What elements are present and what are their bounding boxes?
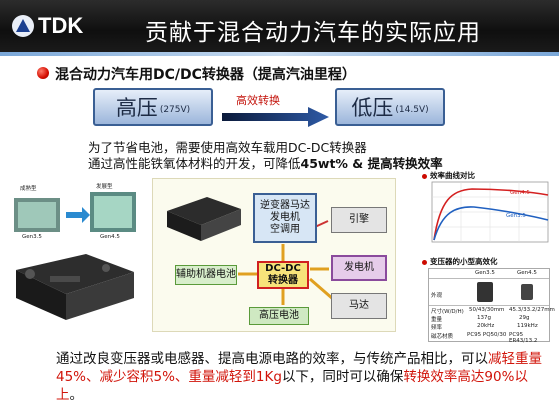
conversion-label: 高效转换 [236, 94, 280, 107]
bottom-text-2: 以下，同时可以确保 [281, 369, 404, 385]
efficiency-curve-chart [431, 181, 549, 243]
table-row-label: 磁芯材质 [431, 334, 454, 340]
system-diagram: 逆变器马达 发电机 空调用 引擎 发电机 辅助机器电池 DC-DC 转换器 马达… [152, 178, 396, 332]
table-row-label: 尺寸(W/D/H) [431, 309, 464, 315]
dcdc-converter-box: DC-DC 转换器 [257, 261, 309, 289]
bottom-text-3: 。 [69, 387, 84, 403]
bottom-highlight-2: 转换效率高达90%以上 [56, 369, 528, 403]
motor-box: 马达 [331, 293, 387, 319]
photo-left-name: Gen3.5 [22, 234, 42, 240]
conversion-arrow-icon [222, 107, 329, 127]
low-voltage-label: 低压 [351, 96, 394, 120]
generator-box: 发电机 [331, 255, 387, 281]
table-row-label: 频率 [431, 325, 443, 331]
photo-right-tag: 发展型 [96, 184, 113, 190]
table-cell: 137g [477, 315, 491, 321]
description-line-2-text: 通过高性能铁氧体材料的开发，可降低 [88, 156, 301, 171]
bottom-paragraph: 通过改良变压器或电感器、提高电源电路的效率，与传统产品相比，可以减轻重量45%、… [56, 350, 550, 404]
transformer-title: 变压器的小型高效化 [422, 256, 498, 267]
photo-left-tag: 成熟型 [20, 186, 37, 192]
table-col-header: Gen3.5 [475, 270, 495, 276]
high-voltage-value: (275V) [159, 105, 191, 115]
section-subtitle: 混合动力汽车用DC/DC转换器（提高汽油里程） [55, 67, 356, 83]
inverter-box: 逆变器马达 发电机 空调用 [253, 193, 317, 243]
table-cell: 50/43/30mm [469, 307, 505, 313]
table-cell: PC95 ER43/13.2 [509, 332, 538, 344]
description-line-1: 为了节省电池，需要使用高效车载用DC-DC转换器 [88, 140, 367, 155]
transformer-gen35-image [477, 282, 493, 302]
product-photos: 成熟型 发展型 Gen3.5 Gen4.5 [6, 180, 146, 330]
photo-right-name: Gen4.5 [100, 234, 120, 240]
bullet-dot-icon [37, 67, 49, 79]
table-cell: PC95 PQ50/30 [467, 332, 507, 338]
hv-battery-box: 高压电池 [249, 307, 309, 325]
bottom-text-1: 通过改良变压器或电感器、提高电源电路的效率，与传统产品相比，可以 [56, 351, 488, 367]
description-line-2-bold: 45wt% & 提高转换效率 [300, 156, 443, 171]
description-line-2: 通过高性能铁氧体材料的开发，可降低45wt% & 提高转换效率 [88, 153, 443, 172]
table-row-label: 重量 [431, 317, 443, 323]
series-gen35-label: Gen3.5 [506, 213, 526, 219]
series-gen45-label: Gen4.5 [510, 190, 530, 196]
tdk-logo-mark-icon [12, 15, 34, 37]
transformer-table: Gen3.5 Gen4.5 外观 尺寸(W/D/H) 50/43/30mm 45… [428, 268, 555, 344]
table-cell: 29g [519, 315, 530, 321]
table-col-header: Gen4.5 [517, 270, 537, 276]
converter-photos-image [6, 192, 146, 330]
transformer-gen45-image [521, 284, 533, 300]
table-cell: 20kHz [477, 323, 495, 329]
logo-text: TDK [38, 13, 84, 38]
low-voltage-box: 低压 (14.5V) [335, 88, 445, 126]
header-bar: TDK 贡献于混合动力汽车的实际应用 [0, 0, 559, 56]
table-row-label: 外观 [431, 293, 443, 299]
high-voltage-label: 高压 [115, 96, 158, 120]
aux-battery-box: 辅助机器电池 [175, 265, 237, 285]
curve-title: 效率曲线对比 [422, 170, 475, 181]
engine-box: 引擎 [331, 207, 387, 233]
tdk-logo: TDK [12, 13, 83, 39]
high-voltage-box: 高压 (275V) [93, 88, 213, 126]
table-cell: 45.3/33.2/27mm [509, 307, 555, 313]
slide-title: 贡献于混合动力汽车的实际应用 [145, 20, 481, 46]
low-voltage-value: (14.5V) [395, 105, 429, 115]
table-cell: 119kHz [517, 323, 538, 329]
bottom-highlight-1: 减轻重量45%、减少容积5%、重量减轻到1Kg [56, 351, 542, 385]
